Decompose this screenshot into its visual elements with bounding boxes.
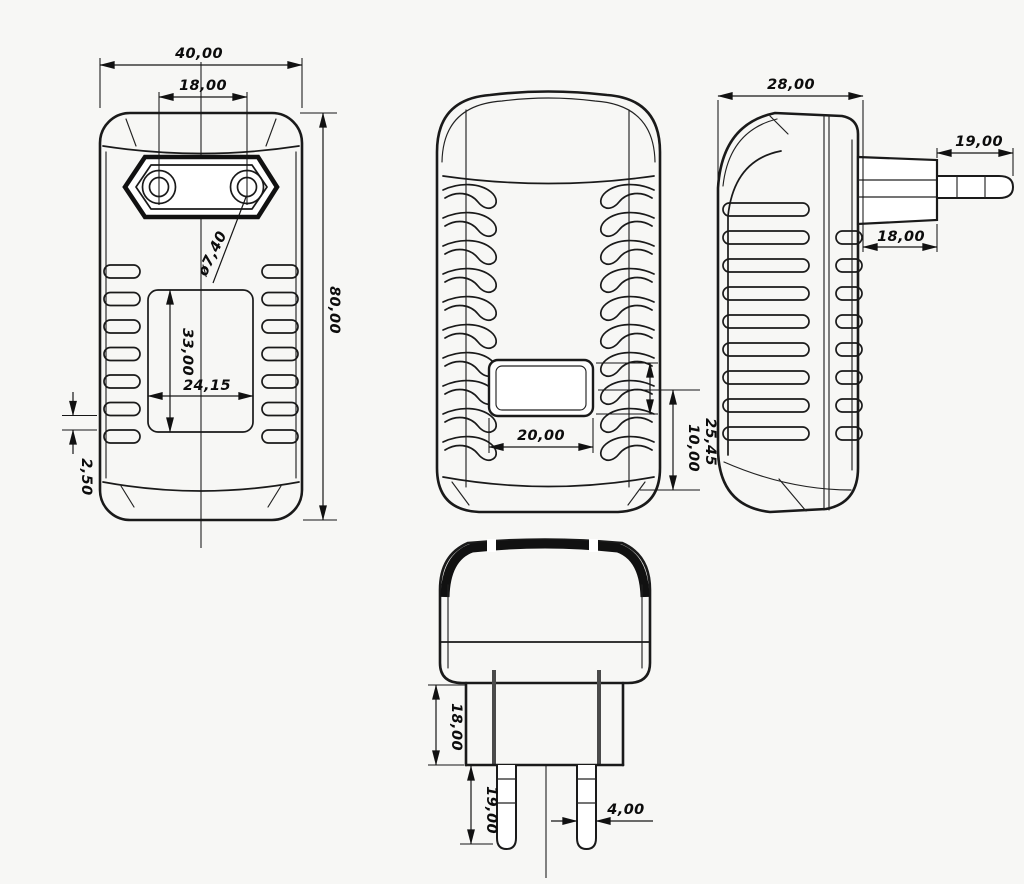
usb-port: [487, 358, 595, 418]
dim-text-bottom-pin-length: 19,00: [483, 786, 499, 834]
dim-front-height: 80,00: [300, 112, 342, 521]
dim-text-label-width: 24,15: [183, 378, 231, 394]
dim-front-width: 40,00: [99, 46, 303, 108]
pin-right-bottom: [576, 765, 597, 851]
dim-pin-diameter: 4,00: [551, 802, 653, 825]
dim-text-front-width: 40,00: [174, 46, 223, 62]
dim-side-depth: 28,00: [717, 77, 864, 252]
back-vent-slots: [442, 183, 655, 462]
back-view: 20,00 10,00 25,45: [435, 90, 718, 514]
plug-base-bottom: [464, 670, 625, 767]
plug-base-side: [856, 155, 939, 226]
side-view: 28,00 19,00 18,00: [716, 77, 1015, 514]
label-recess: [147, 289, 254, 433]
dim-bottom-pin-length: 19,00: [460, 765, 499, 845]
side-vent-slots: [722, 202, 863, 441]
dim-label-width: 24,15: [147, 378, 254, 400]
dim-usb-offset: 25,45: [598, 389, 718, 491]
front-view: 40,00 18,00 80,00 ø7,40 33,00 24: [62, 46, 342, 548]
dim-usb-width: 20,00: [488, 418, 594, 453]
dim-text-usb-offset: 25,45: [702, 418, 718, 466]
dim-vent-gap: 2,50: [62, 392, 97, 496]
dim-text-usb-width: 20,00: [517, 428, 565, 444]
bottom-body-outline: [438, 538, 652, 685]
dim-text-hole-spacing: 18,00: [179, 78, 227, 94]
dim-side-pin-length: 19,00: [936, 134, 1014, 176]
dim-text-vent-gap: 2,50: [78, 458, 94, 495]
back-body-outline: [435, 90, 662, 514]
dim-text-usb-height: 10,00: [685, 424, 701, 472]
dim-text-hole-diameter: ø7,40: [195, 229, 231, 280]
plug-pin-side: [936, 175, 1015, 199]
band-notch-left: [487, 539, 496, 552]
dim-text-bottom-plug-base: 18,00: [448, 703, 464, 751]
back-top-seam: [442, 175, 655, 185]
dim-side-plug-base: 18,00: [862, 224, 938, 252]
dim-usb-height: 10,00: [596, 362, 701, 472]
dim-text-front-height: 80,00: [326, 286, 342, 334]
dim-label-height: 33,00: [166, 289, 195, 433]
band-notch-right: [589, 539, 598, 552]
dim-text-side-depth: 28,00: [767, 77, 815, 93]
back-bottom-seam: [442, 476, 655, 488]
dim-text-side-plug-base: 18,00: [877, 229, 925, 245]
bottom-top-band: [440, 539, 650, 598]
dim-bottom-plug-base: 18,00: [428, 684, 466, 766]
side-body-outline: [716, 111, 860, 514]
dim-text-pin-diameter: 4,00: [606, 802, 644, 818]
bottom-view: 18,00 19,00 4,00: [428, 538, 653, 878]
plug-recess-hexagon: [122, 154, 280, 220]
dim-text-side-pin-length: 19,00: [955, 134, 1003, 150]
dim-text-label-height: 33,00: [179, 328, 195, 376]
dim-hole-spacing: 18,00: [158, 78, 248, 205]
pin-left-bottom: [496, 765, 517, 851]
